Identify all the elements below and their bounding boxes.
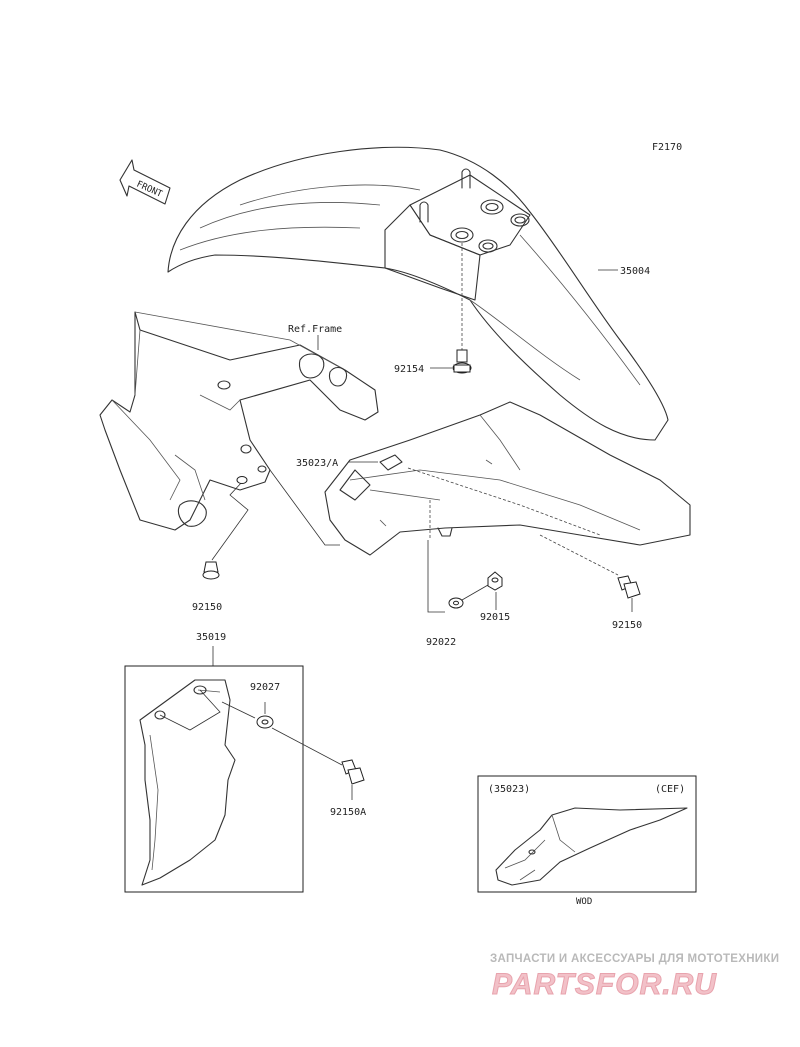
bolt-92150a — [341, 759, 365, 785]
nut-92015 — [487, 571, 503, 591]
callout-92022: 92022 — [426, 637, 456, 648]
washer-92022 — [448, 597, 464, 609]
variant-box — [477, 775, 697, 893]
callout-35023a: 35023/A — [296, 458, 338, 469]
front-arrow-icon: FRONT — [119, 159, 171, 205]
callout-35019: 35019 — [196, 632, 226, 643]
ref-frame-label: Ref.Frame — [288, 324, 342, 335]
callout-92015: 92015 — [480, 612, 510, 623]
bolt-92150-left — [202, 561, 220, 580]
mud-flap-box — [124, 665, 304, 893]
callout-92150a: 92150A — [330, 807, 366, 818]
mud-flap-35019 — [139, 679, 236, 886]
variant-fender-35023 — [495, 807, 688, 886]
variant-color-code: WOD — [576, 897, 592, 907]
watermark-logo: PARTSFOR.RU — [492, 968, 717, 1001]
variant-part-label: (35023) — [488, 784, 530, 795]
inner-fender-35023a — [324, 401, 691, 556]
variant-region-label: (CEF) — [655, 784, 685, 795]
bolt-92154 — [452, 349, 472, 374]
front-fender-35004 — [167, 146, 669, 441]
figure-code: F2170 — [652, 142, 682, 153]
bolt-92150-right — [617, 575, 641, 599]
callout-35004: 35004 — [620, 266, 650, 277]
washer-left — [236, 476, 248, 484]
washer-92027 — [256, 715, 274, 729]
callout-92150-right: 92150 — [612, 620, 642, 631]
callout-92150-left: 92150 — [192, 602, 222, 613]
watermark-tagline: ЗАПЧАСТИ И АКСЕССУАРЫ ДЛЯ МОТОТЕХНИКИ — [490, 953, 779, 965]
callout-92154: 92154 — [394, 364, 424, 375]
callout-92027: 92027 — [250, 682, 280, 693]
frame-reference — [99, 311, 379, 531]
